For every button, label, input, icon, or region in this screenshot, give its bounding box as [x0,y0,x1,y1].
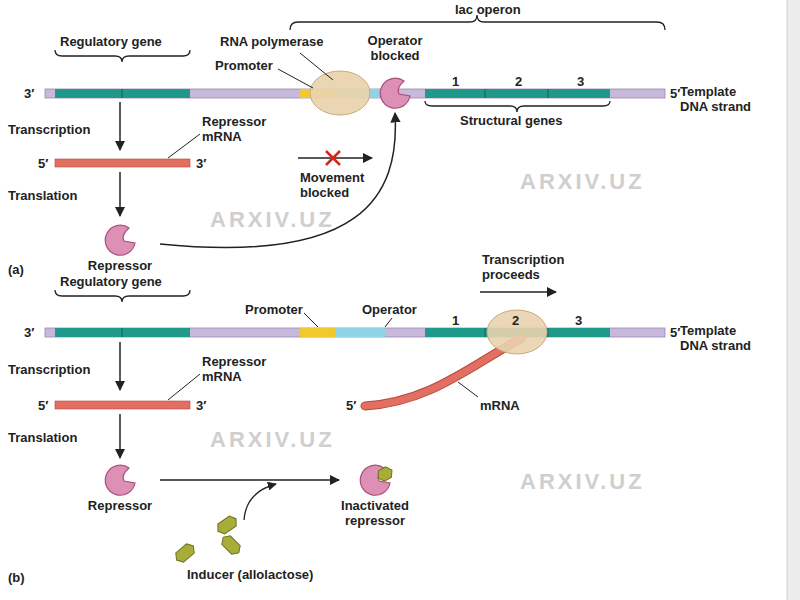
proceeds-arrow [480,291,556,293]
connector-arrow [160,113,395,248]
strand-end: 3′ [24,86,34,101]
node-text: Repressor [88,498,152,513]
gene-brace [55,50,190,62]
inducer-molecules [165,515,255,567]
process-label: Transcription [8,362,90,377]
strand-end: 5′ [38,156,48,171]
transcription-arrow [119,342,121,390]
process-label: Transcription [8,122,90,137]
watermark: ARXIV.UZ [210,428,335,452]
leader-lines [168,53,333,158]
strand-end: 3′ [24,325,34,340]
repressor-mrna [55,401,190,409]
strand-end: 3′ [196,398,206,413]
gene-number: 2 [512,313,519,328]
repressor-shape [100,222,140,258]
part-label: Promoter [245,302,303,317]
gene-number: 2 [515,74,522,89]
repressor-mrna [55,159,190,167]
strand-end: 5′ [38,398,48,413]
node-text: Operator blocked [368,33,423,63]
bound-repressor: Operator blocked [360,33,430,111]
slide-edge-line [787,0,788,600]
part-label: Repressor mRNA [202,114,266,144]
repressor-protein: Repressor [80,462,160,513]
blocked-cross [326,151,340,165]
process-label: Translation [8,430,77,445]
strand-end: 3′ [196,156,206,171]
node-text: Inactivated repressor [341,498,409,528]
watermark: ARXIV.UZ [520,470,645,494]
watermark: ARXIV.UZ [210,208,335,232]
gene-number: 1 [452,313,459,328]
rna-polymerase [310,71,370,115]
inactivated-repressor: Inactivated repressor [333,462,417,528]
inducer-group: Inducer (allolactose) [165,515,365,582]
region-label: Regulatory gene [60,34,162,49]
region-label: Regulatory gene [60,274,162,289]
gene-number: 3 [577,74,584,89]
inducer-arrow [244,484,276,520]
translation-arrow [119,414,121,458]
note-label: Movement blocked [300,170,364,200]
operon-brace [290,15,665,30]
rna-polymerase [487,310,547,354]
node-text: Repressor [88,258,152,273]
node-text: Inducer (allolactose) [165,567,313,582]
repressor-shape [375,75,415,111]
slide-edge [787,0,800,600]
part-label: Operator [362,302,417,317]
gene-brace [55,290,190,302]
dna-strand [45,328,665,337]
part-label: Repressor mRNA [202,354,266,384]
repressor-shape [100,462,140,498]
part-label: RNA polymerase [220,34,324,49]
leader-lines [168,313,478,400]
note-label: Transcription proceeds [482,252,564,282]
structural-brace [425,101,610,112]
strand-end: 5′ [670,325,680,340]
part-label: mRNA [480,398,520,413]
transcription-arrow [119,102,121,150]
region-label: Structural genes [460,113,563,128]
process-label: Translation [8,188,77,203]
watermark: ARXIV.UZ [520,170,645,194]
gene-number: 1 [452,74,459,89]
strand-end: 5′ [346,398,356,413]
translation-arrow [119,172,121,216]
strand-label: Template DNA strand [680,84,760,114]
inactivated-repressor-shape [355,462,395,498]
connector-arrow [160,479,339,481]
strand-end: 5′ [670,86,680,101]
repressor-protein: Repressor [80,222,160,273]
strand-label: Template DNA strand [680,323,760,353]
panel-label: (a) [8,262,24,277]
panel-label: (b) [8,570,25,585]
part-label: Promoter [215,58,273,73]
gene-number: 3 [575,313,582,328]
operon-title: lac operon [455,2,521,17]
